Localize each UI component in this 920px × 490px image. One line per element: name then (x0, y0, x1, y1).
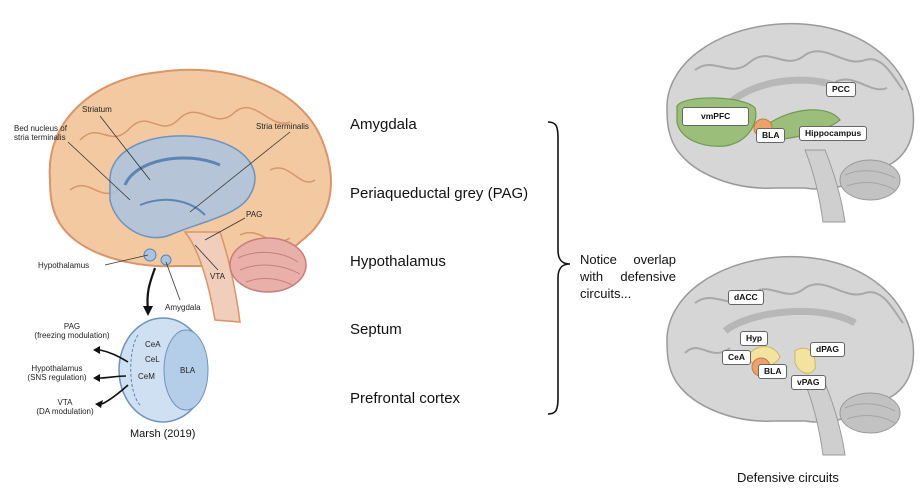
bottom-brain-illustration (666, 255, 915, 456)
tag-bla-top: BLA (756, 128, 786, 143)
inset-output-pag-name: PAG (63, 322, 81, 331)
list-item-amygdala: Amygdala (350, 116, 417, 133)
tag-dacc: dACC (728, 290, 764, 305)
inset-nucleus-bla: BLA (180, 366, 196, 375)
inset-output-pag-note: (freezing modulation) (34, 331, 110, 340)
sagittal-brain-illustration (48, 68, 332, 423)
inset-output-vta-note: (DA modulation) (36, 407, 94, 416)
tag-hippocampus: Hippocampus (799, 126, 868, 141)
label-striatum: Striatum (82, 105, 112, 114)
inset-output-hypothalamus: Hypothalamus (SNS regulation) (14, 364, 100, 382)
inset-output-pag: PAG (freezing modulation) (32, 322, 112, 340)
inset-output-vta: VTA (DA modulation) (30, 398, 100, 416)
inset-output-vta-name: VTA (57, 398, 73, 407)
citation: Marsh (2019) (130, 428, 196, 440)
inset-output-hypothalamus-note: (SNS regulation) (27, 373, 87, 382)
label-vta: VTA (210, 272, 225, 281)
tag-dpag: dPAG (810, 342, 845, 357)
list-item-hypothalamus: Hypothalamus (350, 253, 446, 270)
label-amygdala: Amygdala (165, 303, 201, 312)
label-stria-terminalis: Stria terminalis (256, 122, 309, 131)
list-item-pag: Periaqueductal grey (PAG) (350, 185, 529, 202)
tag-bla-bottom: BLA (758, 364, 788, 379)
tag-vpag: vPAG (791, 375, 826, 390)
tag-cea: CeA (722, 350, 752, 365)
tag-pcc: PCC (826, 82, 856, 97)
list-item-prefrontal-cortex: Prefrontal cortex (350, 390, 461, 407)
inset-output-hypothalamus-name: Hypothalamus (31, 364, 83, 373)
tag-hyp: Hyp (740, 331, 769, 346)
inset-nucleus-cel: CeL (145, 355, 160, 364)
inset-nucleus-cem: CeM (138, 372, 155, 381)
label-hypothalamus: Hypothalamus (38, 261, 90, 270)
label-bed-nucleus: Bed nucleus of stria terminalis (14, 124, 67, 142)
defensive-circuits-caption: Defensive circuits (737, 470, 839, 485)
list-item-septum: Septum (350, 321, 402, 338)
label-pag: PAG (246, 210, 263, 219)
right-brace (547, 121, 571, 415)
overlap-note: Notice overlap with defensive circuits..… (580, 252, 676, 301)
inset-nucleus-cea: CeA (145, 340, 161, 349)
tag-vmpfc: vmPFC (682, 107, 750, 126)
